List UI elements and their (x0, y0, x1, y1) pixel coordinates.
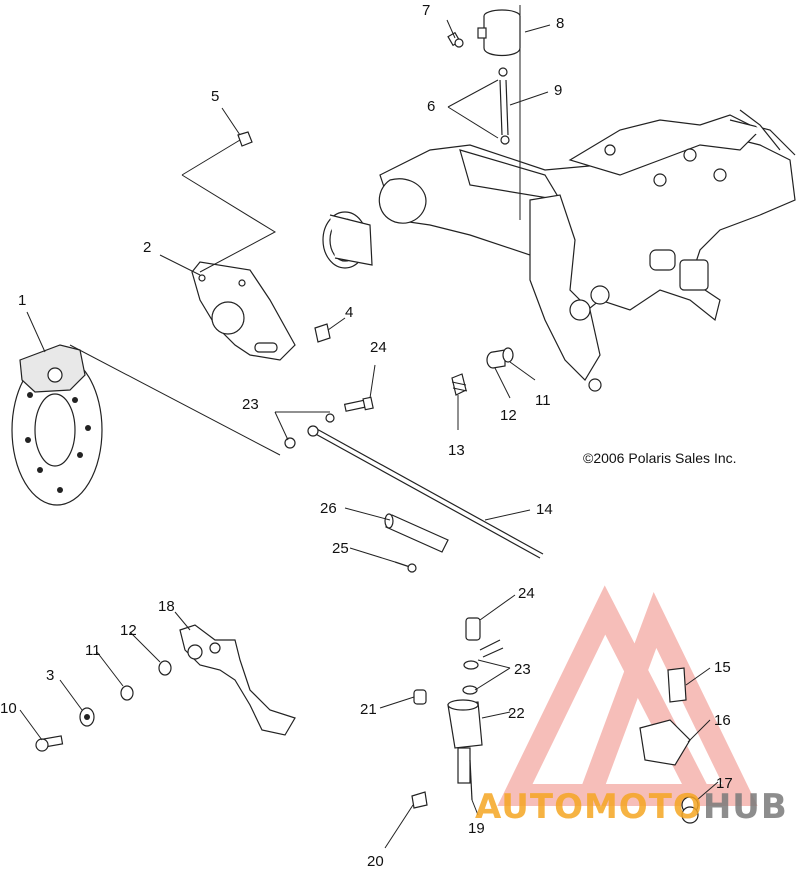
hose-9 (498, 67, 510, 145)
brake-pedal (179, 624, 296, 736)
callout-17: 17 (716, 775, 733, 792)
spring-13 (451, 373, 468, 396)
callout-15: 15 (714, 659, 731, 676)
washer-11-upper (502, 347, 514, 363)
brake-disc (11, 354, 103, 506)
callout-6: 6 (427, 98, 435, 115)
bolt-21 (413, 689, 427, 705)
callout-2: 2 (143, 239, 151, 256)
callout-labels: 1 2 3 4 5 6 7 8 9 10 11 11 12 12 13 14 1… (0, 2, 733, 869)
callout-5: 5 (211, 88, 219, 105)
bracket-16 (639, 719, 691, 766)
callout-14: 14 (536, 501, 553, 518)
callout-19: 19 (468, 820, 485, 837)
pin-19 (469, 759, 473, 801)
watermark-text-part1: AUTOMOTO (475, 787, 703, 827)
bolt-5 (237, 131, 253, 147)
copyright-text: ©2006 Polaris Sales Inc. (583, 450, 737, 466)
spacer-12-upper (486, 349, 506, 369)
callout-11-lower: 11 (85, 642, 101, 659)
callout-4: 4 (345, 304, 353, 321)
callout-1: 1 (18, 292, 26, 309)
callout-18: 18 (158, 598, 175, 615)
bracket-15 (667, 667, 687, 703)
bolt-24-upper (343, 396, 374, 412)
callout-24-lower: 24 (518, 585, 535, 602)
watermark-logo-icon (497, 585, 758, 806)
screw-25 (394, 561, 417, 573)
callout-9: 9 (554, 82, 562, 99)
bearing-ring (322, 211, 373, 269)
callout-12-upper: 12 (500, 407, 517, 424)
bushing-4 (314, 323, 331, 343)
brake-reservoir (477, 5, 521, 220)
clevis-20 (411, 791, 428, 809)
brake-rod (307, 425, 544, 559)
callout-23-upper: 23 (242, 396, 259, 413)
callout-3: 3 (46, 667, 54, 684)
callout-7: 7 (422, 2, 430, 19)
callout-12-lower: 12 (120, 622, 137, 639)
nut-11-lower (120, 685, 134, 701)
brake-caliper (19, 344, 86, 393)
callout-8: 8 (556, 15, 564, 32)
callout-11-upper: 11 (535, 392, 551, 409)
bolt-10 (35, 735, 64, 752)
callout-25: 25 (332, 540, 349, 557)
leader-lines (19, 19, 719, 849)
callout-21: 21 (360, 701, 377, 718)
master-cylinder (447, 617, 504, 784)
callout-26: 26 (320, 500, 337, 517)
frame-assembly (378, 109, 796, 392)
callout-20: 20 (367, 853, 384, 869)
nut-12-lower (158, 660, 172, 676)
watermark-text: AUTOMOTOHUB (475, 787, 788, 827)
callout-13: 13 (448, 442, 465, 459)
watermark-text-part2: HUB (703, 787, 788, 827)
callout-22: 22 (508, 705, 525, 722)
callout-23-lower: 23 (514, 661, 531, 678)
callout-16: 16 (714, 712, 731, 729)
callout-10: 10 (0, 700, 17, 717)
washer-3 (79, 707, 95, 727)
screw-7 (447, 31, 464, 48)
sleeve-26 (384, 513, 449, 553)
callout-24-upper: 24 (370, 339, 387, 356)
spring-17 (681, 796, 699, 824)
washer-23-upper (284, 413, 335, 449)
caliper-bracket (191, 261, 296, 361)
